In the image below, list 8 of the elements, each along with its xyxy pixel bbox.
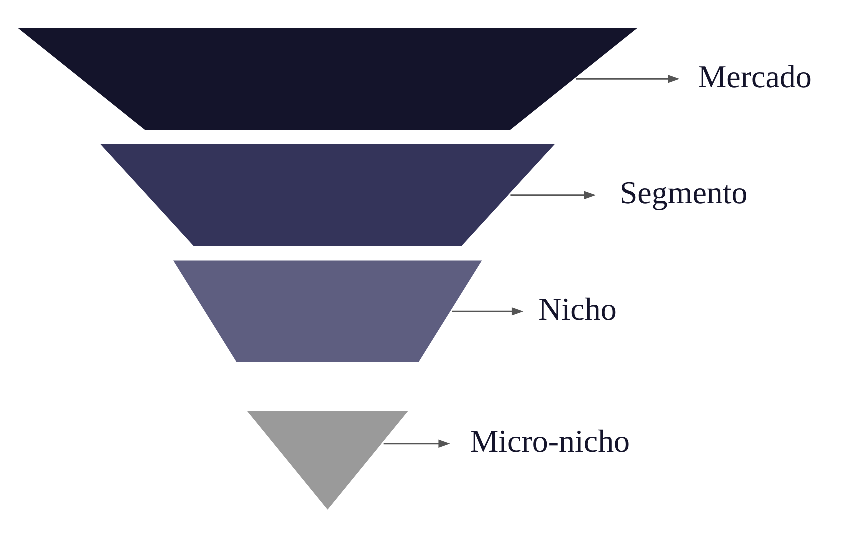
arrow [576, 74, 680, 83]
node-text: Micro-nicho [470, 424, 630, 459]
node-text: Segmento [620, 175, 748, 210]
node-text: Nicho [538, 291, 617, 326]
arrow [452, 307, 524, 316]
node-text: Mercado [698, 58, 812, 94]
arrow [510, 190, 596, 199]
arrow [384, 439, 450, 448]
